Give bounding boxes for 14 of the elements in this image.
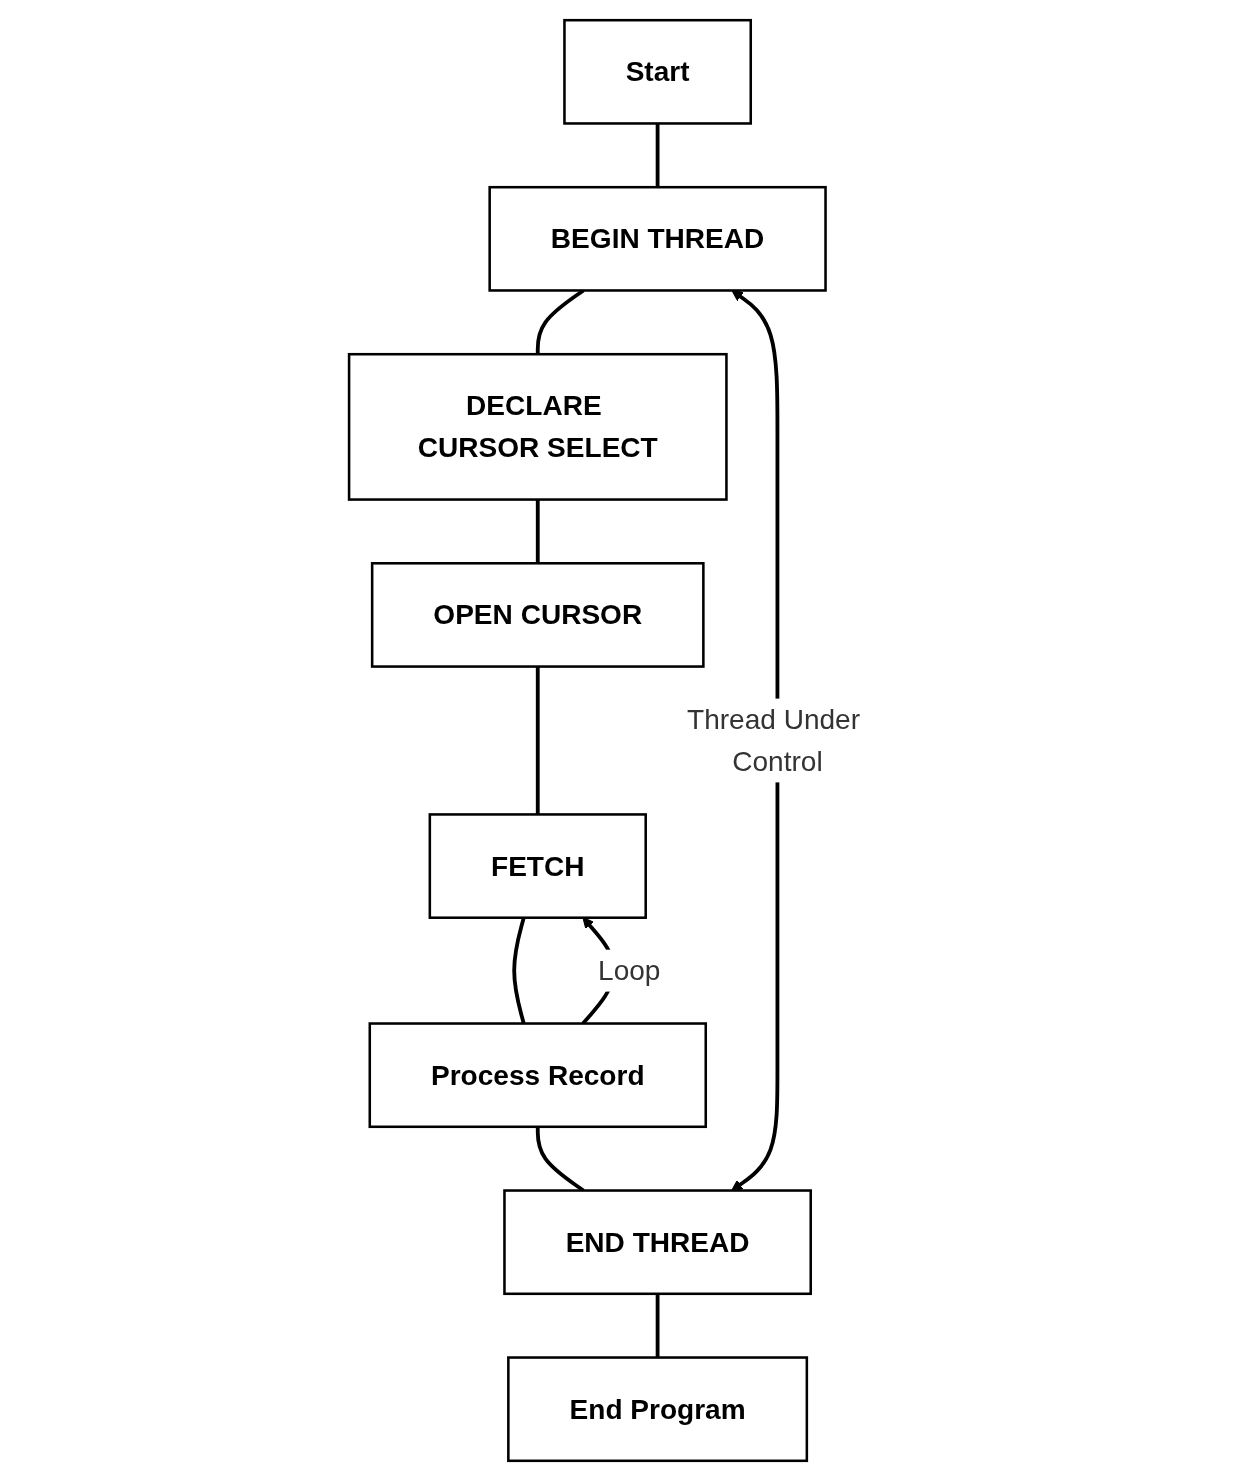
- node-box: BEGIN THREAD: [488, 185, 827, 292]
- connector: [655, 1293, 660, 1358]
- node-box: OPEN CURSOR: [370, 562, 705, 668]
- node-box: FETCH: [428, 813, 647, 919]
- edge-label: Loop: [598, 954, 661, 987]
- edge-label: Thread Under Control: [687, 703, 861, 778]
- connector: [535, 499, 540, 564]
- node-box: End Program: [507, 1356, 809, 1463]
- connector: [655, 123, 660, 188]
- node-box: Process Record: [368, 1022, 707, 1129]
- node-box: Start: [563, 18, 752, 125]
- node-box: END THREAD: [503, 1189, 812, 1296]
- node-box: DECLARE CURSOR SELECT: [347, 352, 728, 501]
- connector: [535, 666, 540, 815]
